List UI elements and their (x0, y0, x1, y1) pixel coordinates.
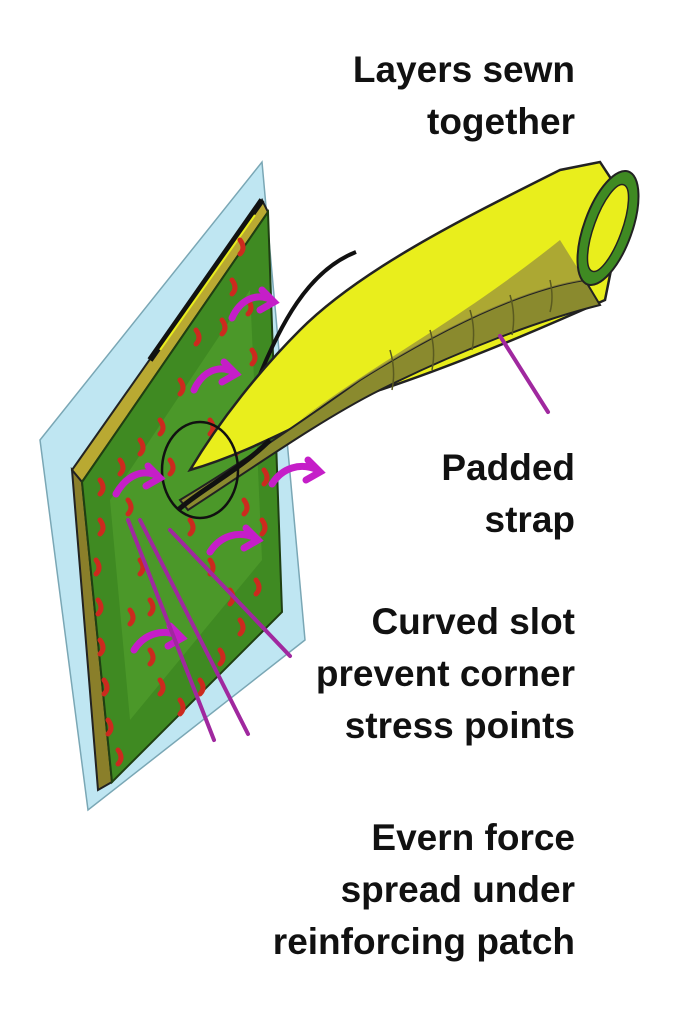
force-arrows (112, 286, 326, 654)
label-line: Padded (441, 447, 575, 488)
label-curved-slot: Curved slot prevent corner stress points (316, 596, 575, 752)
label-line: Evern force (371, 817, 575, 858)
leader-force-1 (138, 518, 250, 736)
curved-slot (160, 420, 240, 520)
label-line: Curved slot (371, 601, 575, 642)
strap-underside (178, 278, 602, 512)
label-line: Layers sewn (352, 49, 575, 90)
label-line: strap (484, 499, 575, 540)
label-even-force: Evern force spread under reinforcing pat… (273, 812, 575, 968)
leader-strap (498, 334, 550, 414)
slot-opening (176, 438, 272, 512)
strap-end-inner (586, 183, 630, 273)
label-line: reinforcing patch (272, 921, 575, 962)
label-line: spread under (340, 869, 575, 910)
leader-lines (126, 334, 550, 742)
label-line: stress points (344, 705, 575, 746)
strap-shade (300, 240, 585, 420)
slot-top-line (147, 198, 265, 362)
strap-stitch-lines (389, 279, 553, 391)
leader-slot (168, 528, 292, 658)
label-line: together (427, 101, 575, 142)
slot-top-line-2 (159, 214, 256, 351)
reinforcing-patch (80, 208, 284, 785)
leader-force-2 (126, 518, 216, 742)
label-padded-strap: Padded strap (441, 442, 575, 546)
label-line: prevent corner (315, 653, 575, 694)
label-layers-sewn: Layers sewn together (353, 44, 575, 148)
